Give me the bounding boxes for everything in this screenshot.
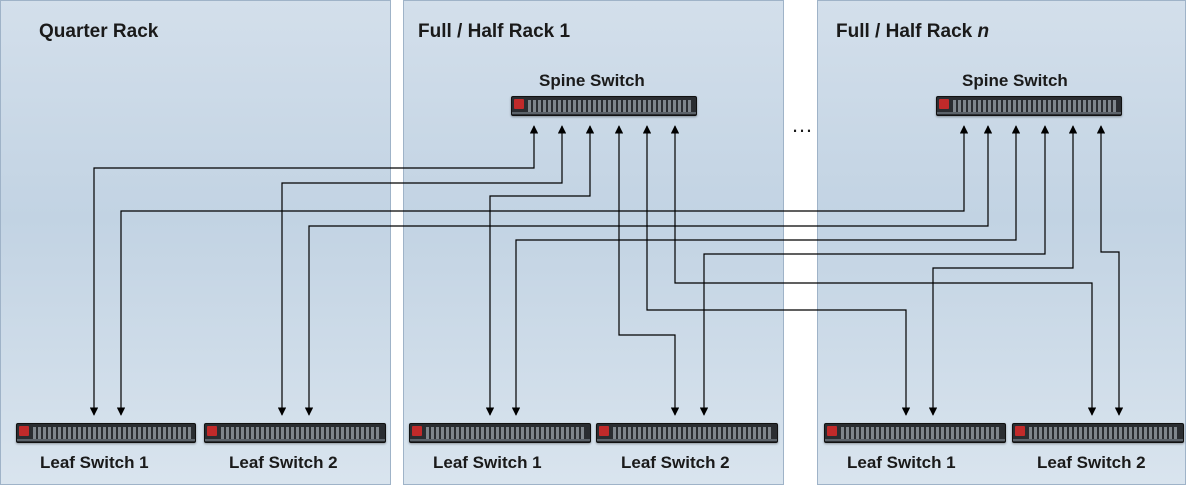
leaf-switch-icon — [1012, 423, 1184, 443]
rack-title-text: Quarter Rack — [39, 21, 159, 42]
rack-title: Full / Half Rack 1 — [418, 21, 570, 43]
link-line — [277, 125, 567, 416]
leaf-label-2: Leaf Switch 2 — [1037, 453, 1146, 472]
link-line — [928, 125, 1078, 416]
rack-title-variable: n — [977, 21, 990, 42]
leaf-switch-icon — [409, 423, 591, 443]
leaf-label-1: Leaf Switch 1 — [40, 453, 149, 472]
link-line — [670, 125, 1097, 416]
leaf-switch-icon — [824, 423, 1006, 443]
rack-title: Full / Half Rack n — [836, 21, 989, 43]
link-line — [699, 125, 1050, 416]
leaf-label-2: Leaf Switch 2 — [621, 453, 730, 472]
link-line — [1096, 125, 1124, 416]
spine-switch-icon — [936, 96, 1122, 116]
leaf-switch-icon — [16, 423, 196, 443]
link-line — [304, 125, 993, 416]
rack-title-text: Full / Half Rack 1 — [418, 21, 571, 42]
link-line — [511, 125, 1021, 416]
spine-label: Spine Switch — [539, 71, 645, 90]
rack-title-text: Full / Half Rack — [836, 21, 978, 42]
rack-title: Quarter Rack — [39, 21, 158, 43]
link-line — [485, 125, 595, 416]
link-line — [642, 125, 911, 416]
link-line — [116, 125, 969, 416]
spine-label: Spine Switch — [962, 71, 1068, 90]
leaf-switch-icon — [596, 423, 778, 443]
link-line — [89, 125, 539, 416]
leaf-label-1: Leaf Switch 1 — [433, 453, 542, 472]
spine-switch-icon — [511, 96, 697, 116]
leaf-label-1: Leaf Switch 1 — [847, 453, 956, 472]
leaf-switch-icon — [204, 423, 386, 443]
leaf-label-2: Leaf Switch 2 — [229, 453, 338, 472]
